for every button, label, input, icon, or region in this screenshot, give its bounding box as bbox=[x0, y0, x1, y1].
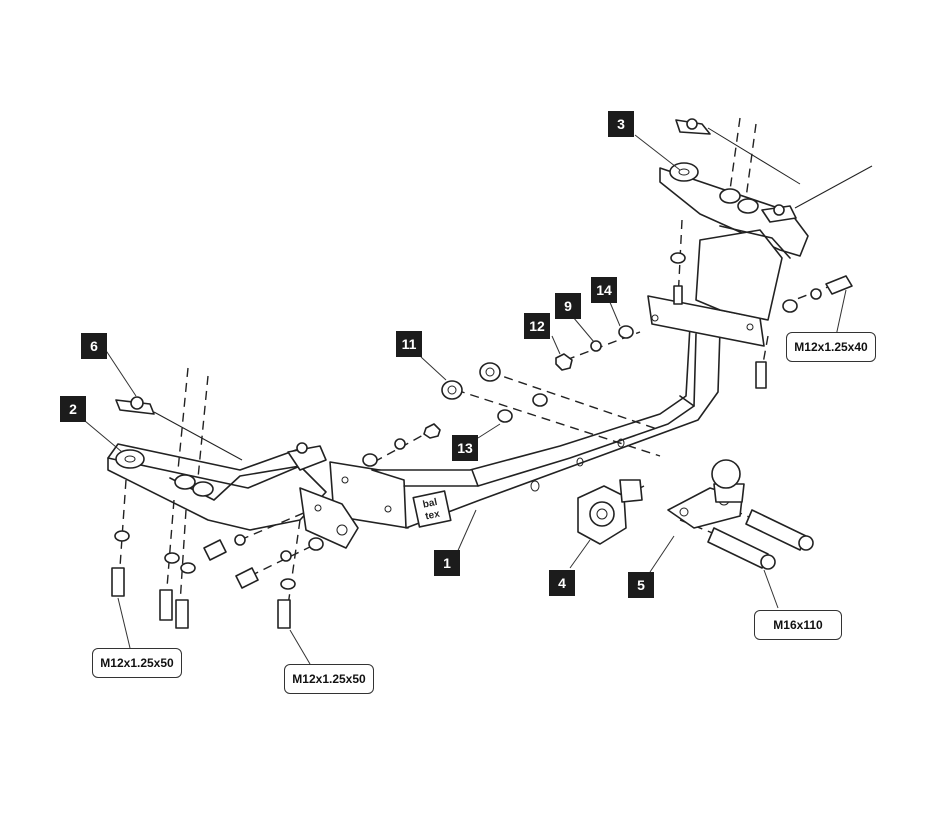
left-bracket bbox=[107, 442, 359, 549]
part-label-6: 6 bbox=[81, 333, 107, 359]
bolt-spec-left-b: M12x1.25x50 bbox=[284, 664, 374, 694]
part-label-12: 12 bbox=[524, 313, 550, 339]
tow-ball-bolts bbox=[707, 509, 814, 570]
part-label-1: 1 bbox=[434, 550, 460, 576]
part-label-3: 3 bbox=[608, 111, 634, 137]
right-bracket bbox=[659, 118, 873, 321]
bolt-spec-left-a: M12x1.25x50 bbox=[92, 648, 182, 678]
part-label-4: 4 bbox=[549, 570, 575, 596]
tow-ball bbox=[667, 459, 745, 529]
socket-plate bbox=[577, 479, 643, 545]
leader-lines bbox=[84, 134, 847, 665]
bolt-spec-tow-ball: M16x110 bbox=[754, 610, 842, 640]
part-label-9: 9 bbox=[555, 293, 581, 319]
part-label-2: 2 bbox=[60, 396, 86, 422]
bolt-spec-right: M12x1.25x40 bbox=[786, 332, 876, 362]
part-label-11: 11 bbox=[396, 331, 422, 357]
svg-text:tex: tex bbox=[424, 509, 441, 523]
clamp-plate-left bbox=[115, 396, 243, 461]
part-label-13: 13 bbox=[452, 435, 478, 461]
brand-logo: bal tex bbox=[422, 497, 441, 523]
svg-text:bal: bal bbox=[422, 497, 439, 511]
part-label-5: 5 bbox=[628, 572, 654, 598]
part-label-14: 14 bbox=[591, 277, 617, 303]
fasteners bbox=[111, 252, 853, 629]
